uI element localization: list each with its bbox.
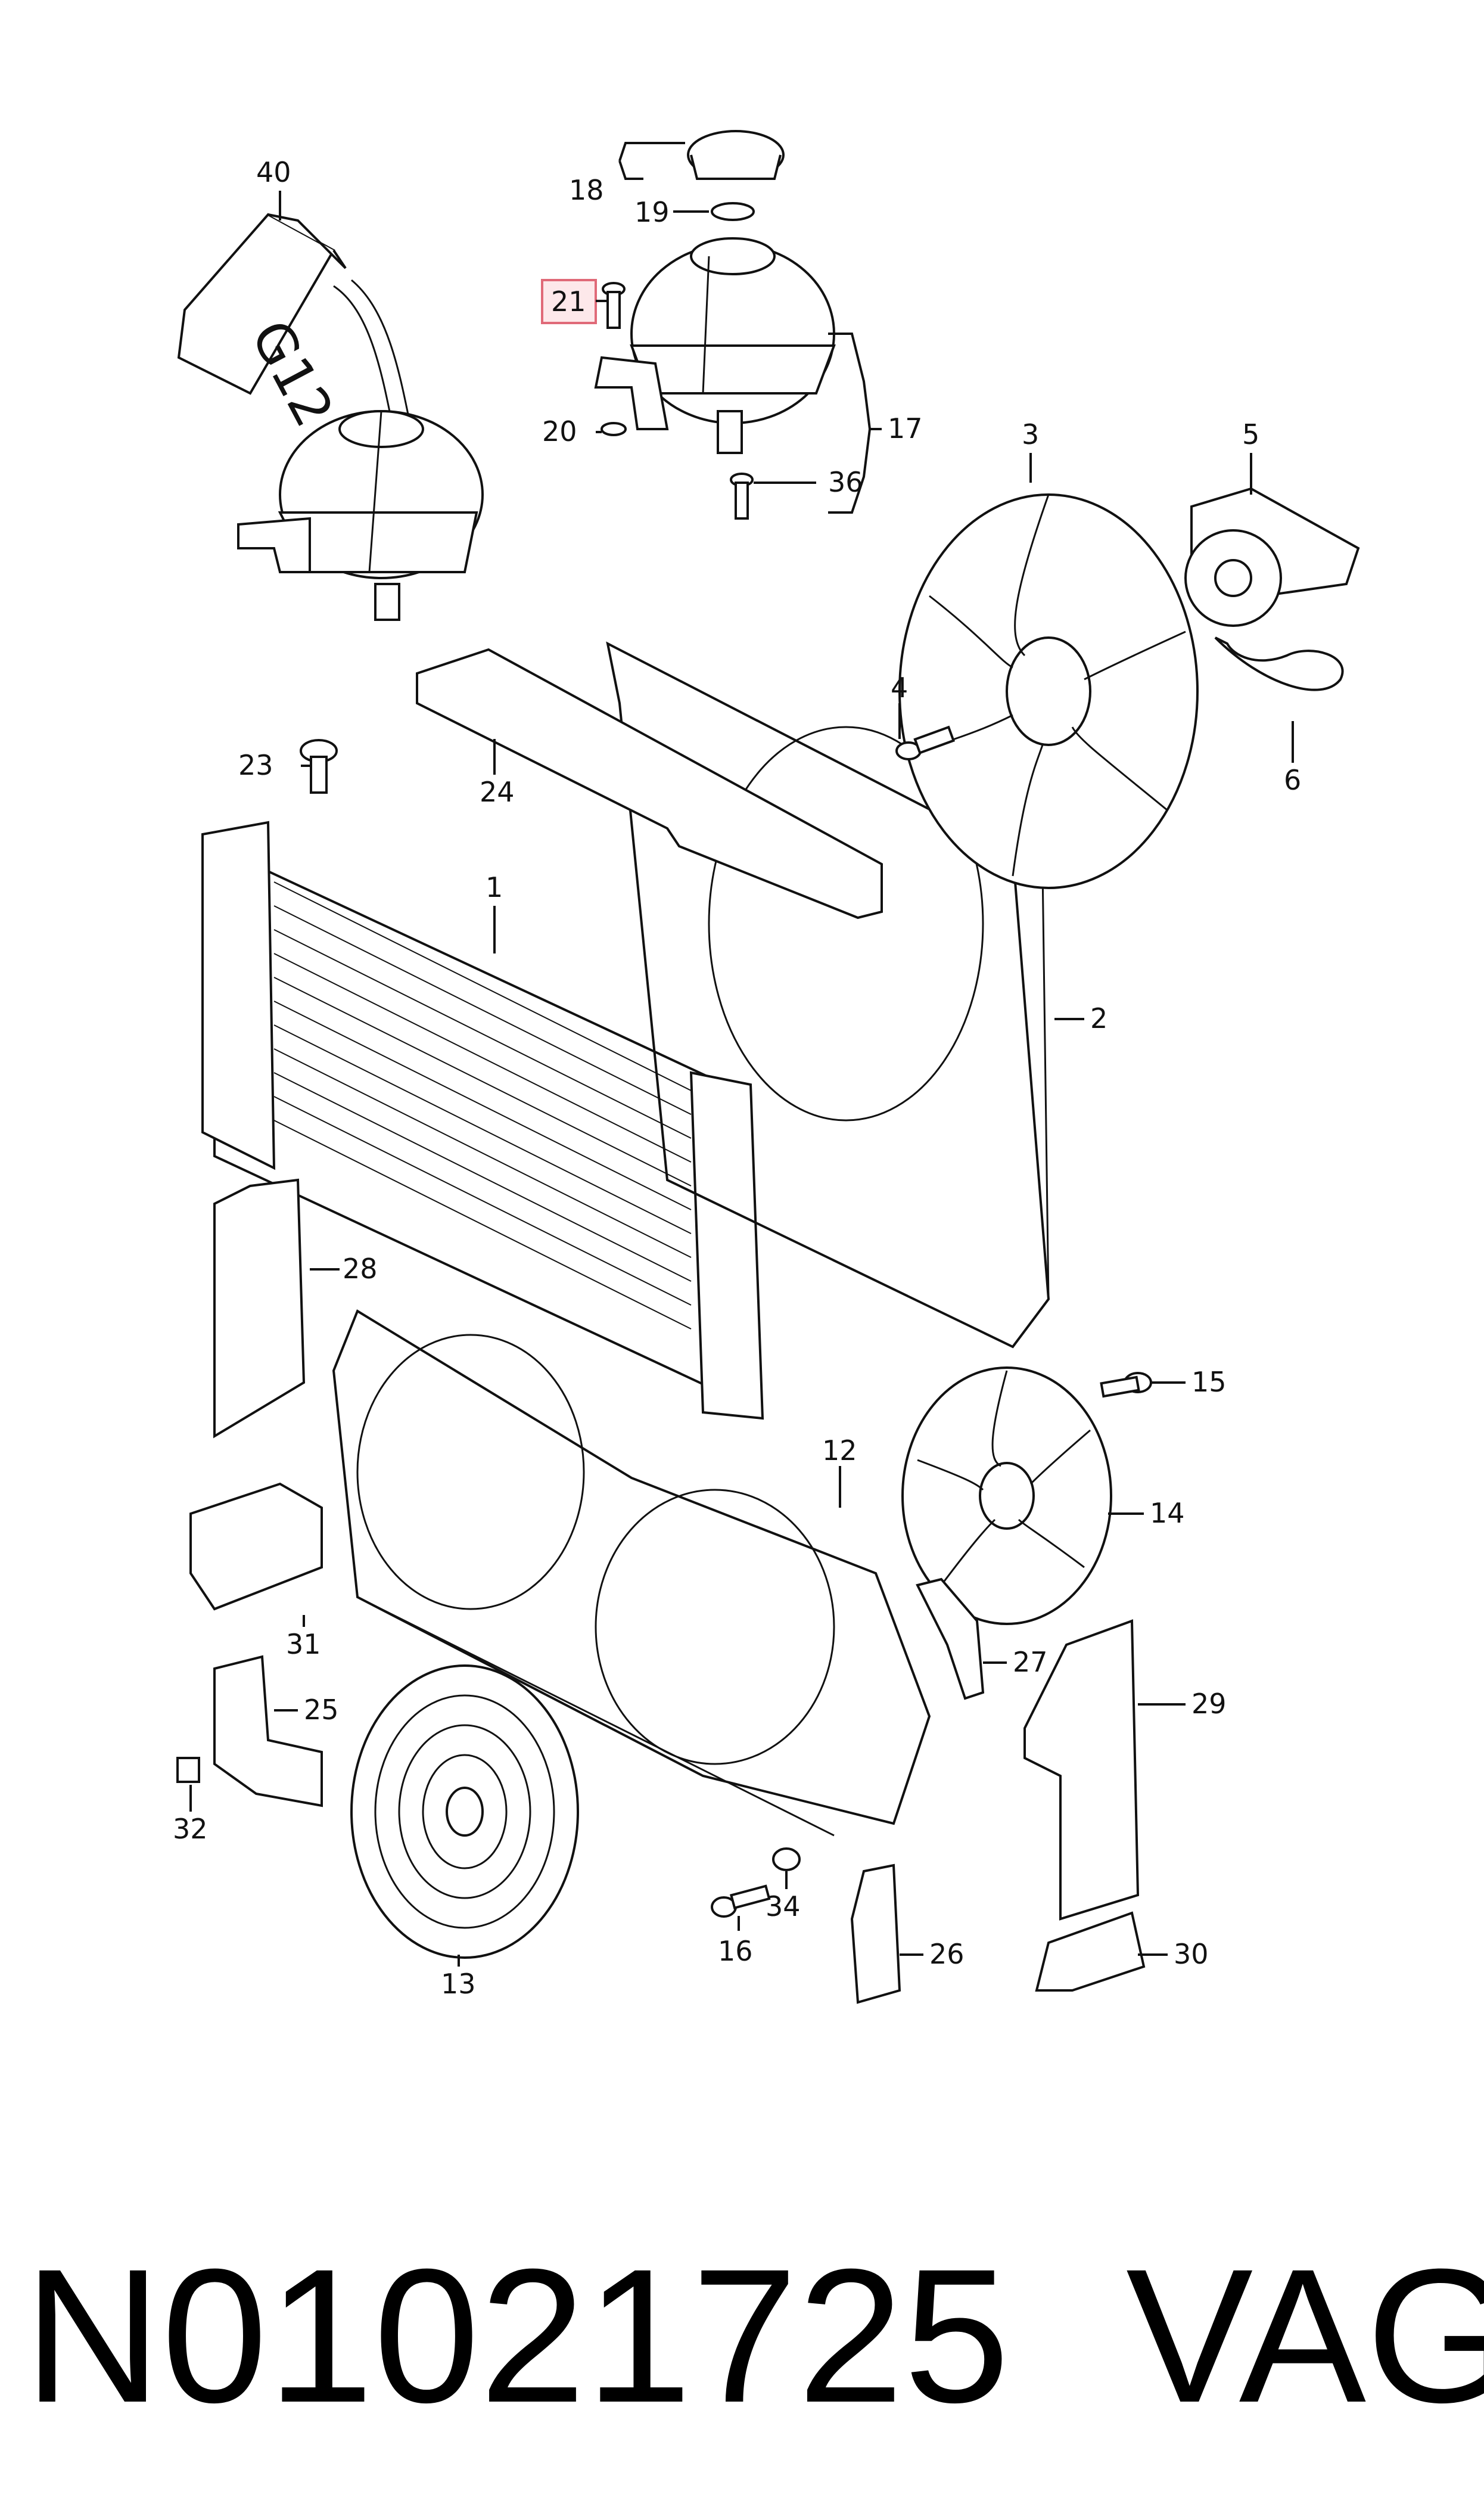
label-30: 30 bbox=[1174, 1938, 1209, 1970]
electric-fan-13 bbox=[350, 1664, 579, 1959]
brand-caption: VAG bbox=[1126, 2229, 1484, 2442]
radiator-fins bbox=[273, 881, 692, 1330]
bracket-25 bbox=[213, 1655, 323, 1807]
label-34: 34 bbox=[766, 1890, 801, 1922]
deflector-28 bbox=[213, 1178, 306, 1439]
expansion-tank-old bbox=[237, 410, 484, 621]
label-1: 1 bbox=[486, 871, 503, 903]
bolt-36 bbox=[730, 473, 754, 520]
bracket-31 bbox=[189, 1482, 323, 1611]
label-12: 12 bbox=[822, 1434, 857, 1467]
label-5: 5 bbox=[1242, 418, 1259, 451]
label-15: 15 bbox=[1191, 1366, 1227, 1398]
tensioner-5 bbox=[1184, 487, 1360, 627]
label-24: 24 bbox=[480, 776, 515, 808]
label-18: 18 bbox=[569, 174, 604, 206]
label-23: 23 bbox=[238, 749, 273, 781]
label-32: 32 bbox=[173, 1813, 208, 1845]
bolt-21 bbox=[602, 282, 626, 329]
nut-20 bbox=[601, 422, 627, 436]
poly-v-belt-6 bbox=[1214, 636, 1344, 691]
seal-ring-19 bbox=[711, 202, 755, 221]
radiator-1 bbox=[201, 821, 764, 1420]
label-17: 17 bbox=[888, 412, 923, 445]
bolt-15 bbox=[1100, 1372, 1152, 1398]
label-14: 14 bbox=[1150, 1497, 1185, 1529]
label-19: 19 bbox=[634, 196, 670, 228]
label-4: 4 bbox=[891, 672, 908, 704]
label-6: 6 bbox=[1284, 764, 1301, 796]
label-16: 16 bbox=[718, 1935, 753, 1967]
bolt-23 bbox=[300, 739, 338, 794]
part-number-caption: N01021725 bbox=[24, 2229, 1010, 2442]
bracket-26 bbox=[850, 1863, 901, 2004]
electric-fan-14 bbox=[901, 1366, 1112, 1625]
bolt-16 bbox=[711, 1884, 771, 1918]
label-28: 28 bbox=[343, 1253, 378, 1285]
expansion-tank-17 bbox=[594, 237, 836, 454]
label-21: 21 bbox=[551, 285, 586, 318]
clip-32 bbox=[176, 1757, 200, 1783]
bracket-30 bbox=[1035, 1911, 1146, 1992]
deflector-29 bbox=[1023, 1619, 1140, 1921]
bracket-27 bbox=[916, 1577, 985, 1700]
fan-frame-12 bbox=[332, 1309, 931, 1837]
label-29: 29 bbox=[1191, 1688, 1227, 1720]
label-36: 36 bbox=[828, 466, 863, 498]
label-25: 25 bbox=[304, 1694, 339, 1726]
label-40: 40 bbox=[256, 156, 291, 188]
label-26: 26 bbox=[929, 1938, 965, 1970]
coolant-bottle-40: G12 bbox=[177, 213, 412, 437]
label-13: 13 bbox=[441, 1968, 476, 2000]
label-2: 2 bbox=[1090, 1002, 1107, 1035]
label-20: 20 bbox=[542, 415, 577, 448]
leader-lines bbox=[189, 142, 1294, 1967]
viscous-fan-3 bbox=[898, 493, 1199, 889]
washer-34 bbox=[772, 1847, 801, 1871]
label-27: 27 bbox=[1013, 1646, 1048, 1678]
label-31: 31 bbox=[286, 1628, 321, 1660]
filler-cap-18 bbox=[687, 130, 785, 180]
callout-labels: 40 18 19 21 20 17 36 3 5 4 6 23 24 1 2 2… bbox=[173, 156, 1301, 2000]
bolt-4 bbox=[895, 725, 956, 760]
air-guide-24 bbox=[416, 648, 883, 920]
label-3: 3 bbox=[1022, 418, 1039, 451]
